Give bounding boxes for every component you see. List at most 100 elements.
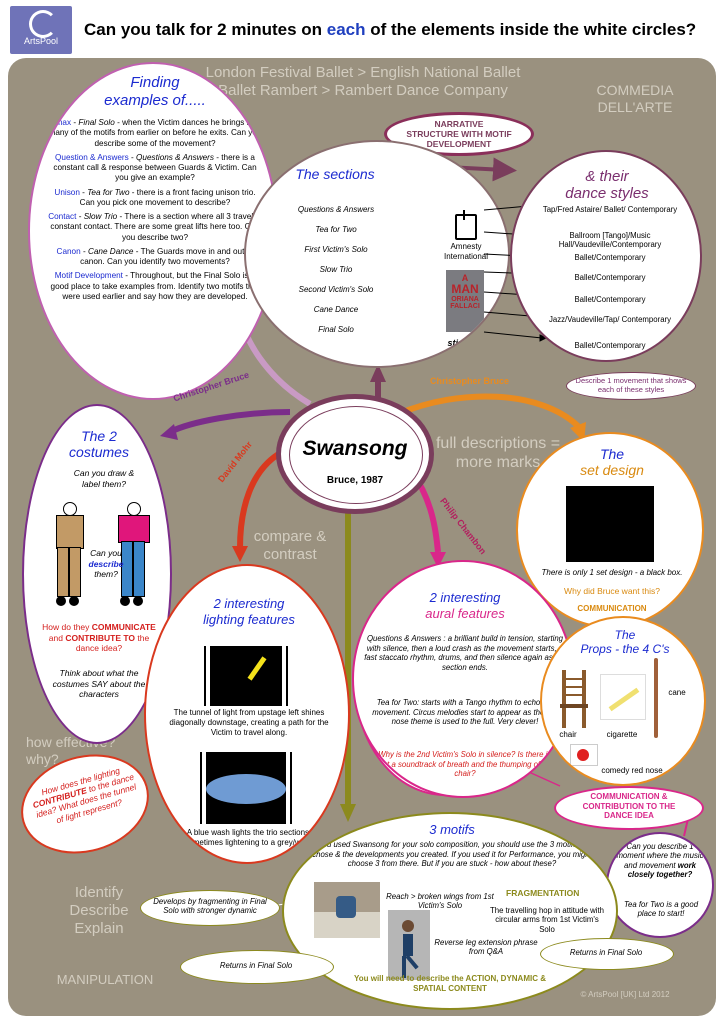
comm-line-1: COMMUNICATION & bbox=[590, 792, 668, 801]
swansong-center-ellipse: Swansong Bruce, 1987 bbox=[276, 394, 434, 514]
motifs-ellipse: 3 motifs If you used Swansong for your s… bbox=[282, 812, 618, 1010]
companies-line-2: Ballet Rambert > Rambert Dance Company bbox=[218, 82, 508, 99]
costume-figure-pink bbox=[118, 502, 150, 612]
cane-label: cane bbox=[668, 688, 686, 697]
aural-para-2: Tea for Two: starts with a Tango rhythm … bbox=[372, 698, 558, 727]
to-costumes-arrow bbox=[168, 409, 291, 435]
finding-item-body: Throughout, but the Final Solo is a good… bbox=[50, 271, 260, 301]
develops-bubble: Develops by fragmenting in Final Solo wi… bbox=[140, 890, 280, 926]
section-item: Final Solo bbox=[318, 325, 354, 334]
finding-item: Question & Answers - Questions & Answers… bbox=[46, 153, 264, 184]
costumes-title-line-1: The 2 bbox=[81, 428, 117, 444]
costumes-q3-e: the dance idea? bbox=[75, 632, 150, 654]
costumes-title-line-2: costumes bbox=[69, 444, 129, 461]
costumes-q3-c: and bbox=[48, 632, 66, 643]
finding-item-section: Slow Trio bbox=[83, 212, 118, 221]
comm-line-3: DANCE IDEA bbox=[604, 811, 654, 821]
set-caption: There is only 1 set design - a black box… bbox=[541, 568, 683, 577]
costumes-q2: Can you describe them? bbox=[82, 548, 130, 580]
motifs-intro: If you used Swansong for your solo compo… bbox=[312, 840, 592, 869]
finding-item: Canon - Cane Dance - The Guards move in … bbox=[46, 247, 264, 268]
center-title: Swansong bbox=[302, 437, 408, 460]
center-subtitle: Bruce, 1987 bbox=[326, 475, 384, 486]
costumes-q2-a: Can you bbox=[90, 548, 122, 558]
candle-icon bbox=[455, 210, 477, 240]
set-title-line-2: set design bbox=[580, 462, 644, 479]
narrative-line-2: STRUCTURE WITH MOTIF bbox=[406, 129, 512, 140]
manipulation-label: MANIPULATION bbox=[56, 972, 154, 987]
identify-line-3: Explain bbox=[74, 920, 124, 937]
finding-item-head: Canon bbox=[56, 246, 81, 256]
identify-line-2: Describe bbox=[69, 902, 129, 919]
cigarette-label: cigarette bbox=[606, 730, 638, 739]
narrative-line-3: DEVELOPMENT bbox=[426, 139, 492, 150]
describe-moment-b: work closely together? bbox=[627, 860, 696, 880]
costumes-q3-a: How do they bbox=[42, 622, 92, 632]
how-line-2: why? bbox=[26, 750, 59, 767]
blue-wash-image bbox=[200, 752, 292, 824]
reverse-text: Reverse leg extension phrase from Q&A bbox=[434, 938, 538, 957]
props-title-line-1: The bbox=[614, 628, 636, 642]
describe-moment-ellipse: Can you describe 1 moment where the musi… bbox=[606, 832, 714, 938]
header-bar bbox=[0, 0, 724, 58]
book-cover: A MAN ORIANA FALLACI bbox=[446, 270, 484, 332]
headline-question: Can you talk for 2 minutes on each of th… bbox=[84, 20, 724, 40]
finding-item-body: - when the Victim dances he brings back … bbox=[48, 118, 264, 148]
aural-para-1: Questions & Answers : a brilliant build … bbox=[364, 634, 566, 673]
style-item: Ballet/Contemporary bbox=[574, 273, 646, 282]
tunnel-of-light-image bbox=[204, 646, 288, 706]
headline-part-2: of the elements inside the white circles… bbox=[365, 20, 697, 39]
copyright-notice: © ArtsPool [UK] Ltd 2012 bbox=[580, 990, 670, 999]
book-line-3: ORIANA bbox=[451, 296, 479, 304]
style-item: Ballet/Contemporary bbox=[574, 341, 646, 350]
section-item: First Victim's Solo bbox=[304, 245, 368, 254]
finding-item: Contact - Slow Trio - There is a section… bbox=[46, 212, 264, 243]
full-descriptions-label: full descriptions =more marks bbox=[418, 434, 578, 472]
full-line-1: full descriptions = bbox=[435, 435, 561, 452]
finding-item-section: Tea for Two bbox=[87, 187, 130, 197]
describe-moment-c: Tea for Two is a good place to start! bbox=[623, 900, 699, 919]
finding-item-sep: - bbox=[80, 246, 88, 256]
compare-line-1: compare & bbox=[253, 528, 327, 545]
returns-text-right: Returns in Final Solo bbox=[569, 948, 643, 957]
style-item: Ballet/Contemporary bbox=[574, 253, 646, 262]
costumes-q4: Think about what the costumes SAY about … bbox=[52, 668, 146, 700]
set-why: Why did Bruce want this? bbox=[564, 586, 660, 596]
amnesty-line-1: Amnesty bbox=[450, 242, 482, 251]
cane-icon bbox=[654, 658, 658, 738]
artspool-logo: ArtsPool bbox=[10, 6, 72, 54]
costumes-q3: How do they COMMUNICATE and CONTRIBUTE T… bbox=[42, 622, 156, 654]
book-line-2: MAN bbox=[451, 282, 479, 297]
costumes-q3-d: CONTRIBUTE TO bbox=[65, 632, 136, 643]
describe-movement-text: Describe 1 movement that shows each of t… bbox=[575, 376, 687, 394]
costumes-q3-b: COMMUNICATE bbox=[91, 622, 156, 632]
finding-item-sep: - bbox=[79, 187, 88, 197]
lighting-question-text: How does the lighting CONTRIBUTE to the … bbox=[28, 762, 141, 830]
label-christopher-bruce-right: Christopher Bruce bbox=[430, 376, 510, 386]
lighting-title-line-1: 2 interesting bbox=[213, 596, 285, 611]
logo-text: ArtsPool bbox=[23, 36, 58, 46]
style-item: Jazz/Vaudeville/Tap/ Contemporary bbox=[548, 315, 672, 324]
section-item: Tea for Two bbox=[315, 225, 357, 234]
need-describe-text: You will need to describe the ACTION, DY… bbox=[353, 974, 546, 993]
returns-bubble-right: Returns in Final Solo bbox=[540, 938, 674, 970]
motifs-title: 3 motifs bbox=[429, 822, 475, 837]
swirl-icon bbox=[29, 10, 57, 38]
comm-line-2: CONTRIBUTION TO THE bbox=[582, 801, 676, 811]
finding-item-section: Final Solo bbox=[78, 118, 115, 127]
reverse-photo bbox=[388, 910, 430, 980]
aural-para-3: Why is the 2nd Victim's Solo in silence?… bbox=[376, 750, 554, 779]
